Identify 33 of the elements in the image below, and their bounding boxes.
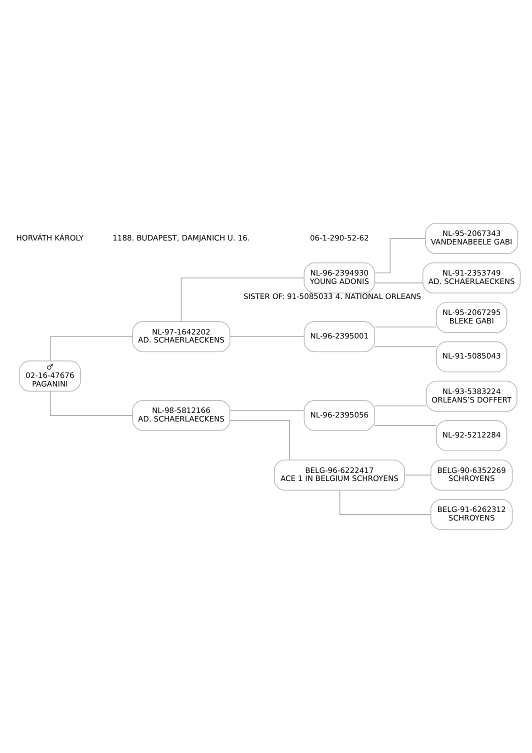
connector xyxy=(50,336,133,362)
node-box: NL-96-2395056 xyxy=(304,400,376,432)
label: HORVÁTH KÁROLY xyxy=(16,233,84,242)
node-box: NL-92-5212284 xyxy=(436,420,508,452)
connector xyxy=(230,420,290,460)
node-box: NL-95-2067295 BLEKE GABI xyxy=(436,302,508,333)
label: 1188. BUDAPEST, DAMJANICH U. 16. xyxy=(112,233,250,242)
label: 06-1-290-52-62 xyxy=(310,233,369,242)
connector xyxy=(404,474,432,476)
node-box: NL-98-5812166 AD. SCHAERLAECKENS xyxy=(132,400,230,432)
node-box: BELG-90-6352269 SCHROYENS xyxy=(430,460,513,491)
connector xyxy=(339,490,432,515)
connector xyxy=(374,346,437,348)
connector xyxy=(374,238,426,274)
connector xyxy=(230,336,305,338)
node-box: NL-95-2067343 VANDENABEELE GABI xyxy=(425,222,518,254)
connector xyxy=(374,282,424,284)
node-label: SISTER OF: 91-5085033 4. NATIONAL ORLEANS xyxy=(244,292,422,302)
connector xyxy=(374,425,437,426)
node-box: BELG-91-6262312 SCHROYENS xyxy=(430,499,513,530)
connector xyxy=(374,405,427,406)
node-box: ♂ 02-16-47676 PAGANINI xyxy=(18,360,81,392)
node-box: NL-96-2395001 xyxy=(304,321,376,352)
node-box: NL-91-2353749 AD. SCHAERLAECKENS xyxy=(422,262,521,294)
connector xyxy=(374,326,437,328)
connector xyxy=(230,410,305,411)
node-box: NL-91-5085043 xyxy=(436,341,508,372)
connector xyxy=(180,277,304,322)
node-box: BELG-96-6222417 ACE 1 IN BELGIUM SCHROYENS xyxy=(274,460,405,491)
node-box: NL-93-5383224 ORLEANS’S DOFFERT xyxy=(426,380,518,412)
node-box: NL-96-2394930 YOUNG ADONIS xyxy=(304,262,376,294)
node-box: NL-97-1642202 AD. SCHAERLAECKENS xyxy=(132,321,230,352)
connector xyxy=(50,390,133,416)
